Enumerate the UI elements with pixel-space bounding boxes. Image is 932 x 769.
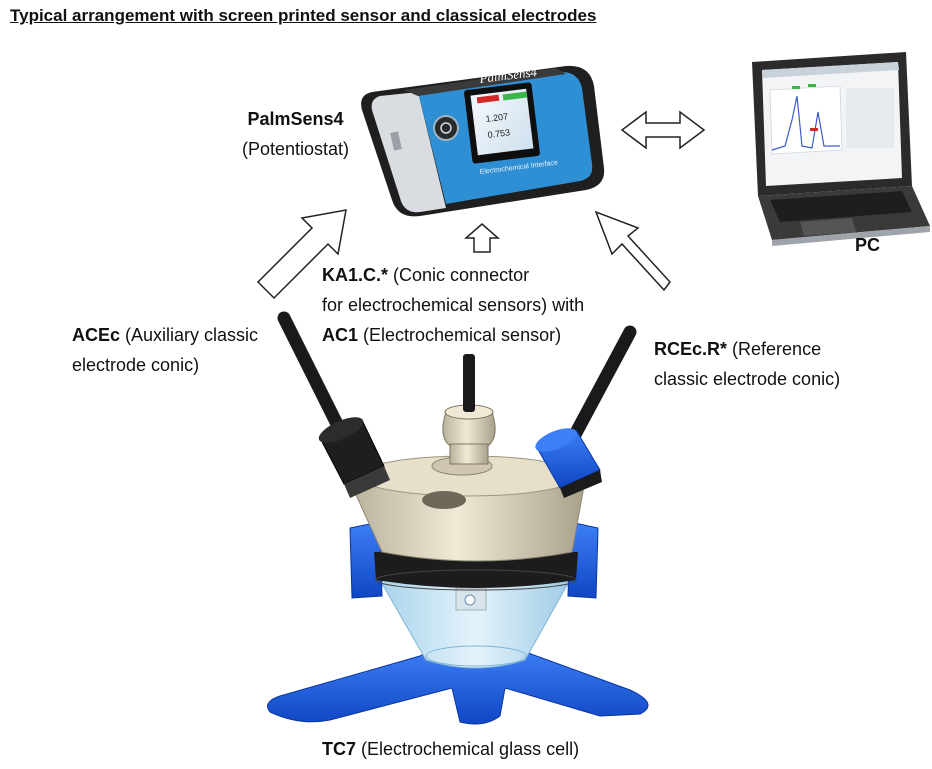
sensor-name: AC1	[322, 325, 359, 345]
cell-desc: (Electrochemical glass cell)	[356, 739, 580, 759]
sensor-desc: (Electrochemical sensor)	[358, 325, 562, 345]
arrow-up-auxiliary	[256, 209, 347, 300]
pc-name: PC	[855, 235, 881, 255]
tripod-base	[267, 649, 649, 725]
reference-electrode	[535, 325, 637, 498]
glass-vessel	[379, 579, 571, 669]
central-connector	[442, 354, 496, 465]
tc7-cell	[267, 311, 649, 725]
auxiliary-electrode	[277, 311, 390, 498]
palmsens4-name: PalmSens4	[247, 109, 344, 129]
cell-name: TC7	[322, 739, 357, 759]
palmsens4-device: 1.207 0.753 PalmSens4 Electrochemical In…	[361, 64, 605, 217]
palmsens4-role: (Potentiostat)	[242, 139, 350, 159]
connector-desc-line2: for electrochemical sensors) with	[322, 295, 585, 315]
palmsens4-label: PalmSens4 (Potentiostat)	[242, 104, 349, 164]
reference-desc-line2: classic electrode conic)	[654, 369, 841, 389]
double-arrow-device-pc	[620, 110, 706, 150]
auxiliary-label: ACEc (Auxiliary classic electrode conic)	[72, 320, 258, 380]
cell-label: TC7 (Electrochemical glass cell)	[322, 734, 579, 764]
arrow-up-reference	[594, 210, 671, 292]
connector-label: KA1.C.* (Conic connector for electrochem…	[322, 260, 584, 350]
auxiliary-name: ACEc	[72, 325, 121, 345]
page-title: Typical arrangement with screen printed …	[10, 6, 597, 25]
device-brand-label: PalmSens4	[478, 64, 539, 86]
connector-name: KA1.C.*	[322, 265, 389, 285]
connector-desc-line1: (Conic connector	[388, 265, 530, 285]
laptop-pc	[752, 52, 930, 246]
auxiliary-desc-line2: electrode conic)	[72, 355, 200, 375]
pc-label: PC	[855, 230, 880, 260]
device-screen-readout-1: 1.207	[485, 111, 509, 124]
reference-desc-line1: (Reference	[727, 339, 822, 359]
power-button	[433, 115, 459, 141]
device-screen-readout-2: 0.753	[487, 127, 511, 140]
auxiliary-desc-line1: (Auxiliary classic	[120, 325, 259, 345]
reference-name: RCEc.R*	[654, 339, 728, 359]
arrow-up-connector	[464, 223, 500, 253]
reference-label: RCEc.R* (Reference classic electrode con…	[654, 334, 840, 394]
